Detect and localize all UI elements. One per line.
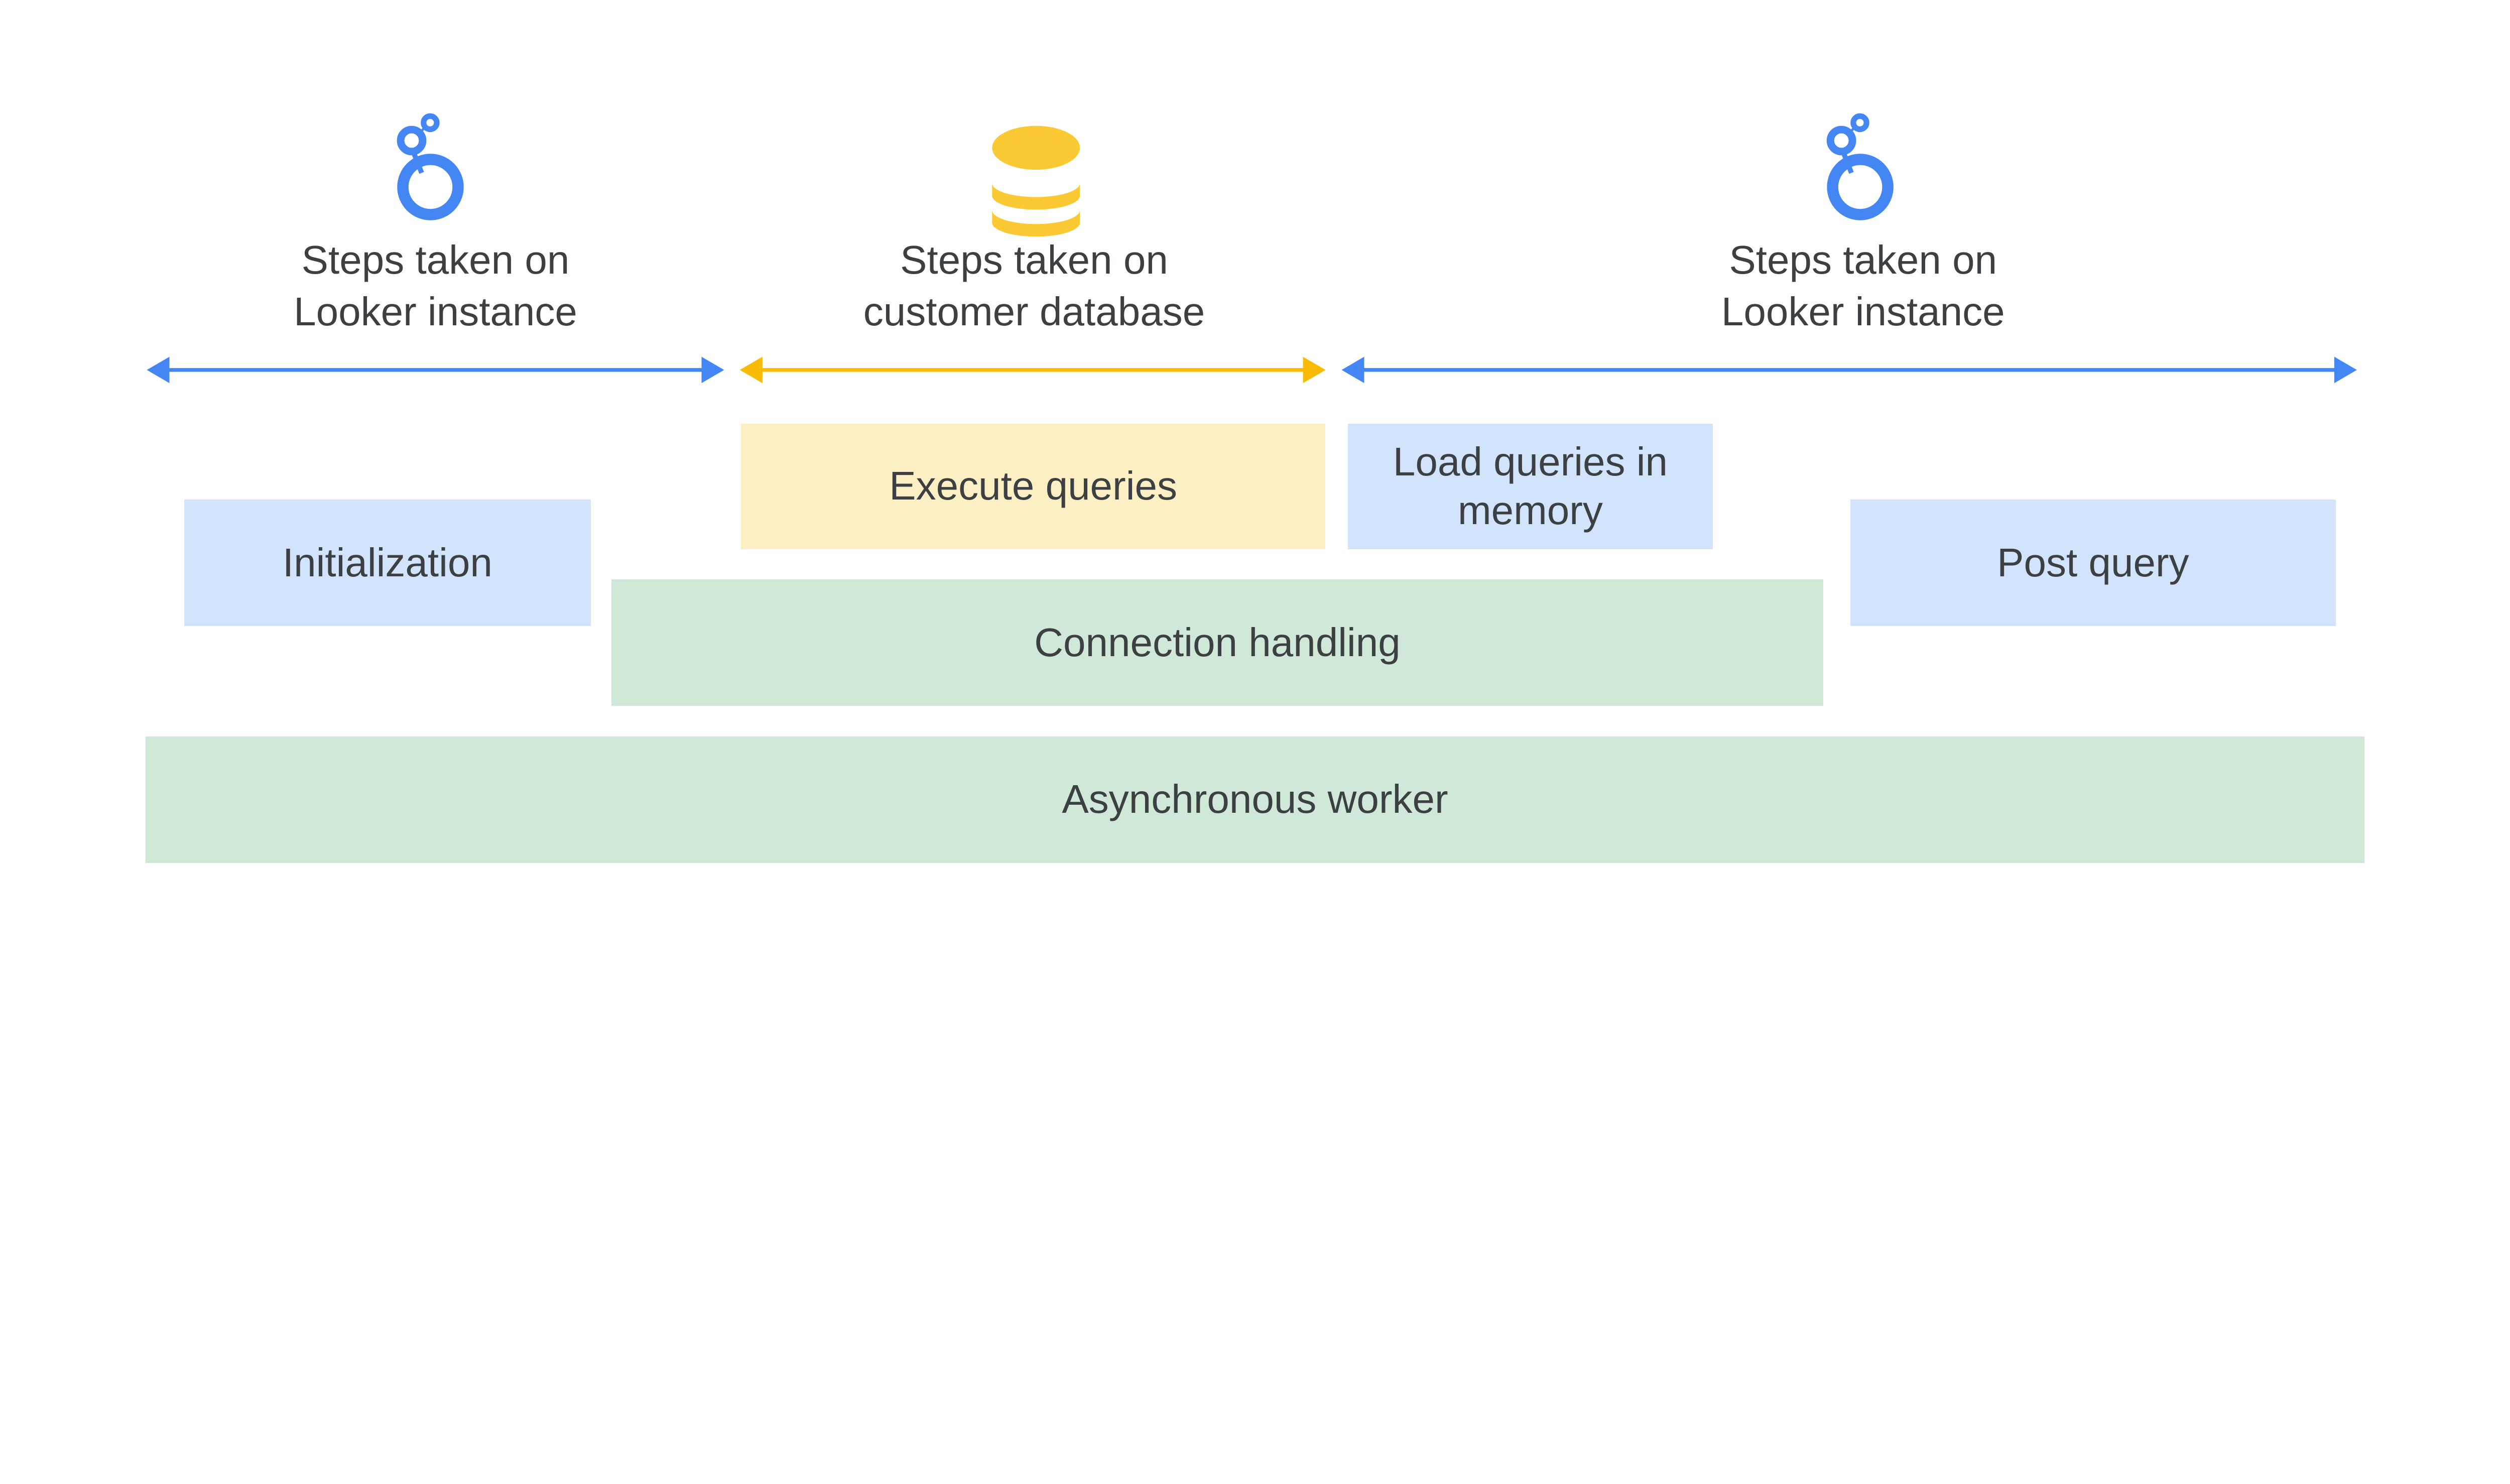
initialization-box: Initialization [184, 500, 591, 626]
section-label-database: Steps taken on customer database [815, 234, 1254, 337]
section-label-looker-left: Steps taken on Looker instance [216, 234, 655, 337]
looker-logo-icon [401, 116, 458, 214]
post-query-box: Post query [1850, 500, 2336, 626]
diagram: Steps taken on Looker instance Steps tak… [146, 0, 2364, 863]
label-line: Steps taken on [1729, 237, 1997, 282]
arrow-database [739, 356, 1326, 384]
section-label-looker-right: Steps taken on Looker instance [1644, 234, 2083, 337]
arrow-looker-right [1341, 356, 2357, 384]
diagram-graphics [147, 0, 2357, 384]
load-queries-box: Load queries in memory [1348, 423, 1713, 549]
asynchronous-worker-box: Asynchronous worker [146, 736, 2364, 863]
label-line: customer database [863, 289, 1205, 334]
label-line: Looker instance [1721, 289, 2005, 334]
looker-logo-icon [1830, 116, 1888, 214]
label-line: Looker instance [294, 289, 577, 334]
label-line: Steps taken on [301, 237, 570, 282]
label-line: Steps taken on [900, 237, 1168, 282]
connection-handling-box: Connection handling [611, 579, 1823, 706]
execute-queries-box: Execute queries [741, 423, 1325, 549]
database-icon [992, 126, 1080, 237]
arrow-looker-left [147, 356, 724, 384]
